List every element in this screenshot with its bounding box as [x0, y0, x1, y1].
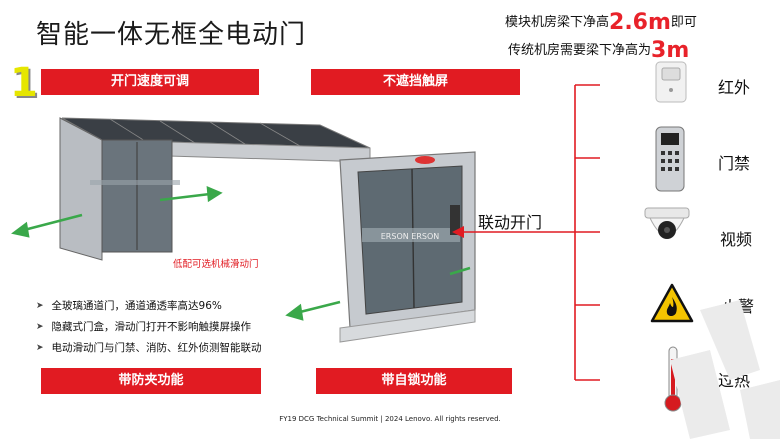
- left-side-panel: [59, 117, 103, 261]
- green-motion-arrows: [11, 186, 471, 321]
- door-print: ERSON ERSON: [381, 232, 440, 241]
- door-illustration: ERSON ERSON: [11, 117, 476, 343]
- height-note-traditional: 传统机房需要梁下净高为3m: [508, 38, 690, 63]
- label-self-lock: 带自锁功能: [316, 368, 512, 394]
- door-card-reader: [450, 205, 460, 235]
- bullet-arrow-icon: ➤: [36, 322, 44, 332]
- sensor-label-access: 门禁: [718, 154, 751, 173]
- height-note-modular: 模块机房梁下净高2.6m即可: [505, 10, 697, 35]
- infrared-sensor-icon: [655, 61, 687, 103]
- list-item: ➤全玻璃通道门，通道通透率高达96%: [36, 296, 262, 317]
- footer-text: FY19 DCG Technical Summit | 2024 Lenovo.…: [279, 415, 501, 423]
- list-item: ➤隐藏式门盒，滑动门打开不影响触摸屏操作: [36, 317, 262, 338]
- fire-warning-icon: [650, 283, 694, 323]
- low-config-note: 低配可选机械滑动门: [173, 259, 259, 270]
- sensor-label-infrared: 红外: [718, 78, 751, 97]
- label-no-block-touchscreen: 不遮挡触屏: [311, 69, 520, 95]
- door-indicator-light: [415, 156, 435, 164]
- label-anti-pinch: 带防夹功能: [41, 368, 261, 394]
- bullet-arrow-icon: ➤: [36, 301, 44, 311]
- watermark-logo: [670, 300, 780, 439]
- linked-open-label: 联动开门: [478, 213, 543, 232]
- sensor-label-video: 视频: [720, 230, 753, 249]
- door-base: [339, 309, 476, 343]
- feature-list: ➤全玻璃通道门，通道通透率高达96% ➤隐藏式门盒，滑动门打开不影响触摸屏操作 …: [36, 296, 262, 359]
- roof-divisions: [109, 118, 301, 147]
- linkage-connector-lines: [452, 84, 600, 381]
- label-speed-adjustable: 开门速度可调: [41, 69, 259, 95]
- access-control-icon: [655, 126, 685, 192]
- bullet-arrow-icon: ➤: [36, 343, 44, 353]
- slide-number: 1: [10, 60, 38, 106]
- list-item: ➤电动滑动门与门禁、消防、红外侦测智能联动: [36, 338, 262, 359]
- page-title: 智能一体无框全电动门: [36, 20, 307, 50]
- dome-camera-icon: [644, 207, 690, 239]
